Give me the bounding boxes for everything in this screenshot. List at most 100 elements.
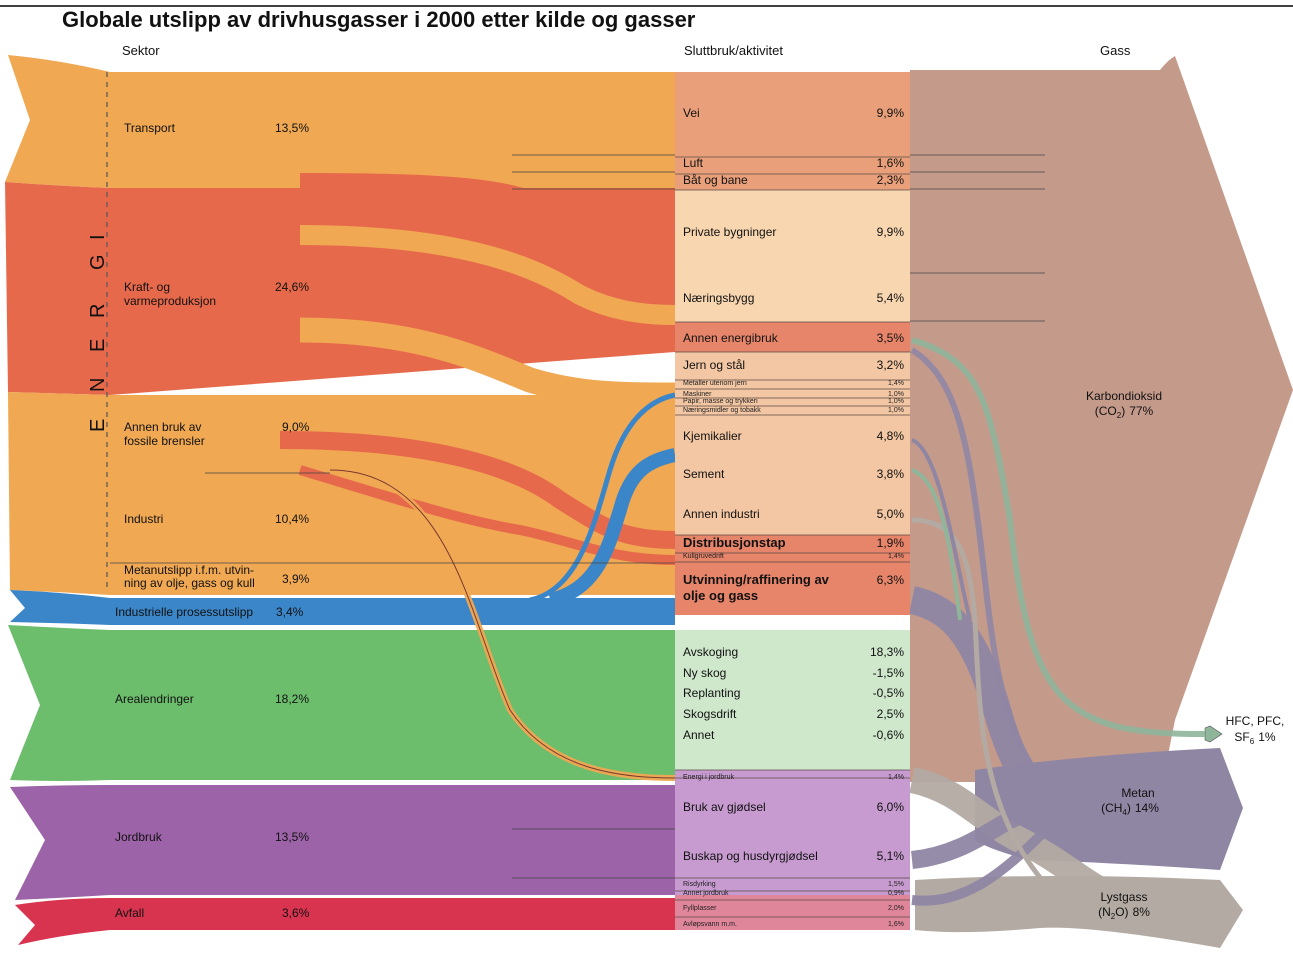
enduse-label-22: Energi i jordbruk — [683, 774, 734, 781]
gas-n2o-subnum: 2 — [1111, 912, 1116, 921]
energi-letter-4: G — [87, 254, 109, 270]
block-areal — [675, 630, 910, 770]
sector-industri-label: Industri — [124, 512, 163, 526]
enduse-label-4: Næringsbygg — [683, 291, 754, 305]
sector-transport-label: Transport — [124, 121, 176, 135]
enduse-value-18: -1,5% — [873, 666, 905, 680]
block-transport — [675, 72, 910, 190]
block-industri — [675, 352, 910, 535]
band-areal — [8, 625, 675, 781]
gas-hfc-name: HFC, PFC, — [1226, 714, 1285, 728]
enduse-label-9: Papir, masse og trykkeri — [683, 398, 758, 405]
enduse-value-27: 2,0% — [888, 905, 904, 912]
gas-ch4-name: Metan — [1121, 786, 1154, 800]
diagram-title: Globale utslipp av drivhusgasser i 2000 … — [62, 7, 696, 32]
gas-n2o-name: Lystgass — [1101, 890, 1148, 904]
enduse-label-21: Annet — [683, 728, 715, 742]
sector-jordbruk-value: 13,5% — [275, 830, 309, 844]
flow-ch4-chem — [911, 438, 972, 621]
band-transport — [5, 55, 675, 188]
enduse-value-16: 6,3% — [877, 573, 905, 587]
enduse-value-11: 4,8% — [877, 429, 905, 443]
link-kraft-private — [299, 173, 677, 281]
enduse-label-26: Annet jordbruk — [683, 890, 729, 897]
enduse-value-3: 9,9% — [877, 225, 905, 239]
enduse-label-27: Fyllplasser — [683, 905, 717, 912]
enduse-value-13: 5,0% — [877, 507, 905, 521]
gas-ch4-formula: (CH4)14% — [1101, 801, 1159, 817]
link-kraft-naering — [299, 225, 676, 325]
link-prosess-sement — [548, 448, 677, 607]
gas-ch4-value: 14% — [1135, 801, 1159, 815]
gas-co2-subnum: 2 — [1117, 411, 1122, 420]
band-prosess — [10, 590, 675, 625]
enduse-value-9: 1,0% — [888, 398, 904, 405]
enduse-value-19: -0,5% — [873, 686, 905, 700]
sector-areal-label: Arealendringer — [115, 692, 194, 706]
sector-prosess-value: 3,4% — [276, 605, 304, 619]
sector-metan-line1: Metanutslipp i.f.m. utvin- — [124, 563, 254, 577]
link-energi-jordbruk-edge — [329, 469, 676, 779]
flow-hfc — [911, 337, 1206, 738]
enduse-value-6: 3,2% — [877, 358, 905, 372]
enduse-value-5: 3,5% — [877, 331, 905, 345]
hfc-arrow — [1204, 725, 1223, 743]
link-annen-dist — [279, 431, 676, 549]
gas-ch4-sub: (CH — [1101, 801, 1122, 815]
enduse-value-24: 5,1% — [877, 849, 905, 863]
enduse-label-23: Bruk av gjødsel — [683, 800, 766, 814]
block-annen-energi — [675, 322, 910, 352]
enduse-label-16-line0: Utvinning/raffinering av — [683, 572, 830, 587]
gas-co2-name: Karbondioksid — [1086, 389, 1162, 403]
gas-n2o-formula: (N2O)8% — [1098, 905, 1150, 921]
sector-avfall-value: 3,6% — [282, 906, 310, 920]
flow-hfc-sement — [911, 468, 962, 621]
enduse-value-14: 1,9% — [877, 536, 905, 550]
gas-hfc-value: 1% — [1258, 730, 1276, 744]
energi-letter-1: N — [87, 378, 109, 392]
block-bygg — [675, 190, 910, 322]
enduse-label-18: Ny skog — [683, 666, 726, 680]
enduse-label-2: Båt og bane — [683, 173, 748, 187]
enduse-label-25: Risdyrking — [683, 881, 716, 888]
sector-metan-value: 3,9% — [282, 572, 310, 586]
block-dist-olje — [675, 535, 910, 615]
header-sluttbruk: Sluttbruk/aktivitet — [684, 43, 783, 58]
enduse-value-23: 6,0% — [877, 800, 905, 814]
flow-ch4-buskap — [910, 791, 1081, 869]
enduse-label-1: Luft — [683, 156, 704, 170]
enduse-label-14: Distribusjonstap — [683, 535, 786, 550]
gas-hfc-subnum: 6 — [1250, 737, 1255, 746]
sector-kraft-value: 24,6% — [275, 280, 309, 294]
enduse-label-5: Annen energibruk — [683, 331, 779, 345]
sector-annen-line2: fossile brensler — [124, 434, 205, 448]
enduse-value-28: 1,6% — [888, 921, 904, 928]
enduse-column — [675, 72, 910, 930]
sankey-links — [279, 173, 677, 781]
link-prosess-metal — [529, 392, 676, 603]
enduse-value-1: 1,6% — [877, 156, 905, 170]
enduse-label-0: Vei — [683, 106, 700, 120]
sector-metan-line2: ning av olje, gass og kull — [124, 576, 255, 590]
enduse-label-6: Jern og stål — [683, 358, 745, 372]
block-jordbruk — [675, 770, 910, 895]
enduse-label-13: Annen industri — [683, 507, 760, 521]
enduse-value-2: 2,3% — [877, 173, 905, 187]
sector-prosess-label: Industrielle prosessutslipp — [115, 605, 253, 619]
enduse-label-11: Kjemikalier — [683, 429, 742, 443]
co2-arrow — [910, 56, 1293, 782]
enduse-label-15: Kullgruvedrift — [683, 553, 724, 560]
gas-flows — [908, 337, 1206, 907]
enduse-label-7: Metaller utenom jern — [683, 380, 747, 387]
header-sektor: Sektor — [122, 43, 160, 58]
band-kraft — [5, 182, 675, 395]
gas-hfc-sub: SF — [1234, 730, 1249, 744]
enduse-label-8: Maskiner — [683, 391, 712, 398]
sector-annen-line1: Annen bruk av — [124, 420, 201, 434]
sector-kraft-line2: varmeproduksjon — [124, 294, 216, 308]
